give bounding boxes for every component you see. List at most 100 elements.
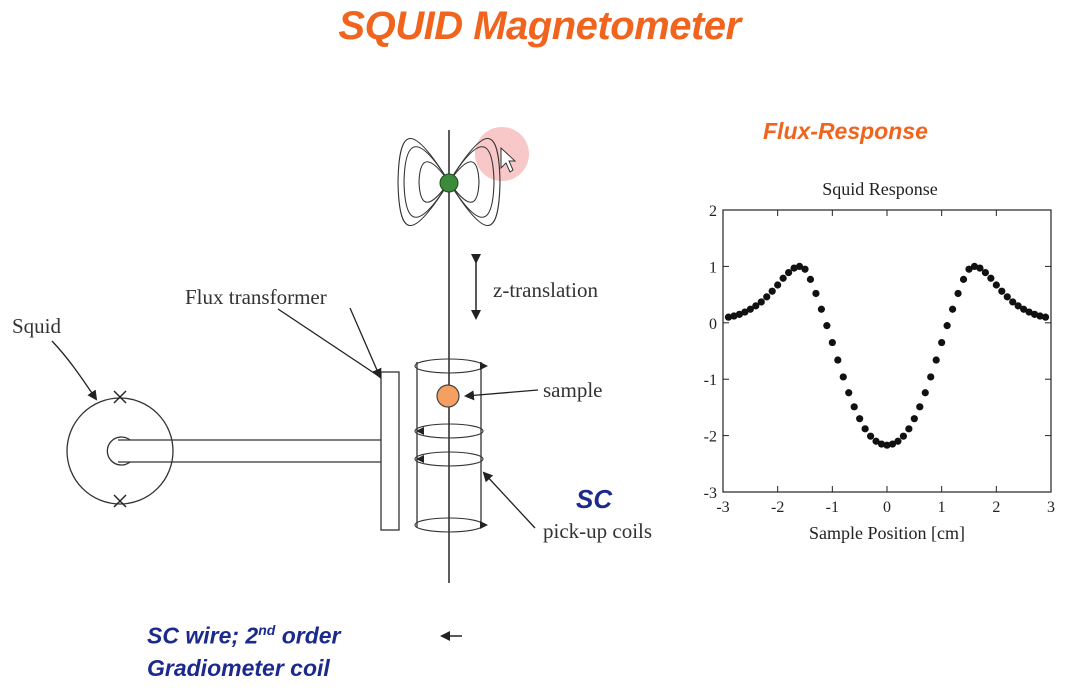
data-point [976, 264, 984, 272]
squid-ring [66, 397, 174, 505]
page-title: SQUID Magnetometer [338, 4, 741, 48]
apparatus-diagram: z-translation sample Flux transformer Sq… [12, 127, 652, 641]
flux-transformer-label: Flux transformer [185, 285, 327, 309]
data-point [845, 389, 853, 397]
y-tick-label: 2 [709, 203, 717, 220]
note-line-2: Gradiometer coil [147, 655, 330, 681]
data-point [779, 274, 787, 282]
data-point [954, 289, 962, 298]
dipole-field-lines [397, 137, 501, 227]
flux-transformer-pointer-line [277, 308, 381, 378]
data-point [1003, 293, 1011, 301]
data-point [1031, 310, 1039, 318]
data-point [768, 287, 776, 295]
data-point [746, 305, 754, 313]
data-point [834, 356, 842, 364]
data-point [932, 356, 940, 364]
data-point [927, 373, 935, 381]
data-point [910, 415, 918, 423]
x-tick-label: -1 [826, 499, 839, 516]
data-point [735, 310, 743, 318]
x-axis-label: Sample Position [cm] [809, 523, 965, 543]
data-point [943, 322, 951, 330]
data-point [970, 262, 979, 270]
data-point [894, 437, 902, 445]
data-point [774, 281, 782, 289]
data-point [817, 305, 825, 313]
data-point [992, 281, 1000, 289]
data-point [949, 305, 957, 313]
data-point [888, 440, 897, 448]
data-point [741, 308, 749, 316]
data-point [828, 338, 836, 347]
flux-response-heading: Flux-Response [763, 118, 928, 144]
data-point [1014, 302, 1022, 310]
data-point [959, 275, 968, 283]
pickup-coils-label: pick-up coils [543, 519, 652, 543]
squid-inner-loop [106, 436, 131, 466]
data-point [883, 441, 891, 449]
y-tick-label: 0 [709, 316, 717, 333]
sc-label: SC [576, 484, 613, 514]
data-point [872, 437, 880, 445]
data-point [752, 302, 760, 310]
data-point [790, 264, 798, 272]
data-point [867, 432, 875, 440]
data-point [861, 425, 869, 433]
data-point [785, 269, 793, 277]
data-point [724, 313, 733, 321]
x-tick-label: 1 [938, 499, 946, 516]
data-point [921, 389, 929, 397]
data-point [730, 312, 738, 320]
chart-title: Squid Response [822, 179, 938, 199]
data-point [757, 298, 765, 306]
data-point [850, 403, 858, 411]
data-point [981, 269, 989, 277]
x-tick-label: -3 [716, 499, 729, 516]
y-tick-label: -2 [704, 429, 717, 446]
data-point [1025, 308, 1033, 316]
sample [436, 384, 460, 408]
cursor-icon [500, 146, 517, 173]
plot-frame [722, 209, 1052, 493]
data-point [1009, 298, 1017, 306]
y-tick-label: -3 [704, 485, 717, 502]
squid-label: Squid [12, 314, 62, 338]
squid-pointer-arrow [51, 340, 98, 401]
data-point [823, 322, 831, 330]
y-tick-label: 1 [709, 259, 717, 276]
data-point [987, 274, 995, 282]
sample-pointer-arrow [464, 389, 539, 401]
pickup-coils-pointer-arrow [482, 471, 536, 529]
data-point [1036, 312, 1044, 320]
coil-winding-arrows [416, 362, 488, 529]
z-translation-label: z-translation [493, 278, 598, 302]
pickup-coils [414, 358, 484, 533]
flux-transformer-pointer-arrow [349, 307, 382, 379]
sample-label: sample [543, 378, 602, 402]
data-point [899, 432, 907, 440]
x-tick-label: -2 [771, 499, 784, 516]
x-tick-label: 0 [883, 499, 891, 516]
data-point [856, 415, 864, 423]
note-line-1: SC wire; 2nd order [147, 622, 341, 650]
data-point [801, 265, 809, 273]
data-point [1020, 305, 1028, 313]
note-text-b: order [275, 622, 341, 649]
magnetic-dipole [439, 173, 459, 193]
note-superscript: nd [258, 622, 276, 638]
y-tick-label: -1 [704, 372, 717, 389]
flux-transformer-plate [380, 371, 400, 531]
josephson-junctions [113, 390, 127, 508]
data-point [877, 440, 886, 448]
x-tick-label: 3 [1047, 499, 1055, 516]
data-point [763, 293, 771, 301]
data-point [938, 338, 946, 347]
note-text-a: SC wire; 2 [147, 622, 259, 649]
data-points [724, 262, 1050, 449]
data-point [839, 373, 847, 381]
data-point [965, 265, 973, 273]
data-point [1041, 313, 1050, 321]
